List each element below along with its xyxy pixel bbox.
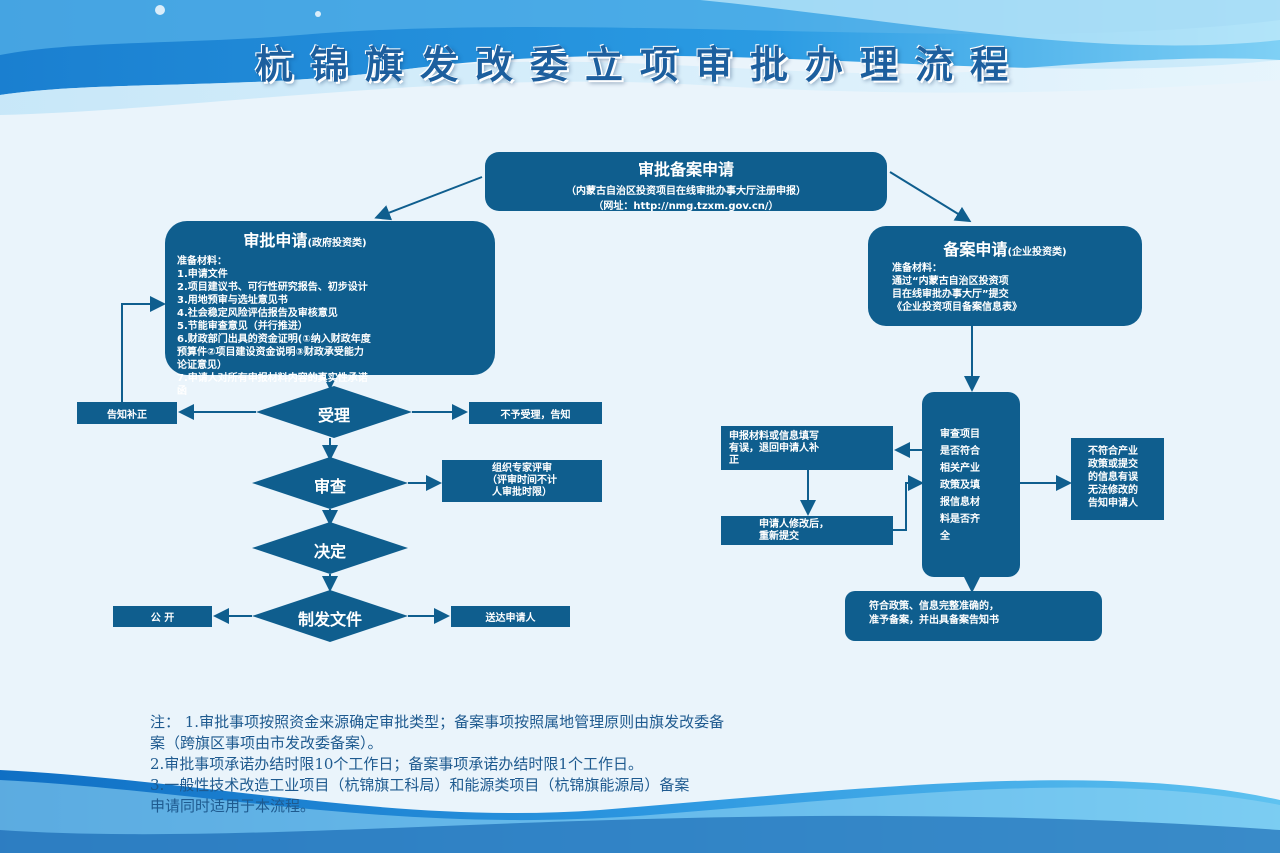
resubmit-box: 申请人修改后， 重新提交 (721, 516, 893, 545)
check-line: 报信息材 (940, 497, 980, 508)
note-line: 2.审批事项承诺办结时限10个工作日；备案事项承诺办结时限1个工作日。 (150, 755, 643, 773)
expert-review-line: 人审批时限） (492, 487, 552, 498)
material-item: 5.节能审查意见（并行推进） (177, 321, 308, 332)
not-comply-box: 不符合产业 政策或提交 的信息有误 无法修改的 告知申请人 (1071, 438, 1164, 520)
approve-line: 符合政策、信息完整准确的， (869, 601, 999, 612)
material-item: 6.财政部门出具的资金证明(①纳入财政年度 (177, 334, 371, 345)
approve-record-box: 符合政策、信息完整准确的， 准予备案，并出具备案告知书 (845, 591, 1102, 641)
expert-review-box: 组织专家评审 （评审时间不计 人审批时限） (442, 460, 602, 502)
note-line: 案（跨旗区事项由市发改委备案）。 (150, 734, 383, 752)
publish-box: 公 开 (113, 606, 212, 627)
check-project-box: 审查项目 是否符合 相关产业 政策及填 报信息材 料是否齐 全 (922, 392, 1020, 577)
filing-application-url: （网址：http://nmg.tzxm.gov.cn/） (593, 201, 779, 212)
issue-doc-label: 制发文件 (297, 610, 362, 629)
accept-diamond (256, 386, 412, 438)
record-application-box: 备案申请(企业投资类) 准备材料： 通过“内蒙古自治区投资项 目在线审批办事大厅… (868, 226, 1142, 326)
error-return-line: 申报材料或信息填写 (729, 431, 819, 442)
note-line: 注： 1.审批事项按照资金来源确定审批类型；备案事项按照属地管理原则由旗发改委备 (150, 713, 725, 731)
materials-label: 准备材料： (177, 256, 227, 267)
expert-review-line: 组织专家评审 (492, 463, 552, 474)
material-item: 2.项目建议书、可行性研究报告、初步设计 (177, 282, 368, 293)
not-comply-line: 不符合产业 (1088, 446, 1138, 457)
check-line: 是否符合 (940, 446, 980, 457)
accept-label: 受理 (317, 406, 350, 425)
filing-application-line1: （内蒙古自治区投资项目在线审批办事大厅注册申报） (566, 186, 806, 197)
material-item: 7.申请人对所有申报材料内容的真实性承诺 (177, 373, 368, 384)
review-diamond (252, 457, 408, 509)
approve-line: 准予备案，并出具备案告知书 (869, 615, 999, 626)
decide-label: 决定 (313, 542, 346, 561)
notes-section: 注： 1.审批事项按照资金来源确定审批类型；备案事项按照属地管理原则由旗发改委备… (150, 712, 1170, 817)
record-material-line: 《企业投资项目备案信息表》 (892, 302, 1022, 313)
approval-application-box: 审批申请(政府投资类) 准备材料： 1.申请文件 2.项目建议书、可行性研究报告… (165, 221, 495, 397)
check-line: 审查项目 (940, 429, 980, 440)
resubmit-line: 申请人修改后， (759, 519, 829, 530)
note-line: 3.一般性技术改造工业项目（杭锦旗工科局）和能源类项目（杭锦旗能源局）备案 (150, 776, 690, 794)
material-item: 预算件②项目建设资金说明③财政承受能力 (177, 347, 364, 358)
not-comply-line: 的信息有误 (1088, 472, 1138, 483)
review-label: 审查 (313, 477, 346, 496)
check-line: 政策及填 (940, 480, 980, 491)
note-line: 申请同时适用于本流程。 (150, 797, 316, 815)
decide-diamond (252, 522, 408, 574)
notify-supplement-box: 告知补正 (77, 402, 177, 424)
approval-application-subtitle: (政府投资类) (307, 238, 367, 249)
expert-review-line: （评审时间不计 (487, 475, 557, 486)
not-comply-line: 无法修改的 (1088, 485, 1138, 496)
record-application-title: 备案申请 (943, 240, 1008, 259)
check-line: 全 (940, 531, 950, 542)
not-comply-line: 政策或提交 (1088, 459, 1138, 470)
material-item: 4.社会稳定风险评估报告及审核意见 (177, 308, 338, 319)
filing-application-title: 审批备案申请 (637, 160, 734, 179)
error-return-line: 有误，退回申请人补 (729, 443, 819, 454)
approval-application-title: 审批申请 (243, 231, 308, 250)
issue-diamond (252, 590, 408, 642)
materials-label: 准备材料： (892, 263, 942, 274)
record-material-line: 目在线审批办事大厅”提交 (892, 289, 1009, 300)
material-item: 3.用地预审与选址意见书 (177, 295, 288, 306)
record-application-subtitle: (企业投资类) (1007, 247, 1067, 258)
record-material-line: 通过“内蒙古自治区投资项 (892, 276, 1009, 287)
filing-application-box: 审批备案申请 （内蒙古自治区投资项目在线审批办事大厅注册申报） （网址：http… (485, 152, 887, 212)
material-item: 1.申请文件 (177, 269, 228, 280)
material-item: 论证意见） (177, 360, 227, 371)
page-title: 杭锦旗发改委立项审批办理流程 (254, 43, 1025, 87)
check-line: 料是否齐 (940, 514, 980, 525)
check-line: 相关产业 (940, 463, 980, 474)
error-return-line: 正 (729, 455, 739, 466)
material-item: 函 (177, 386, 187, 397)
deliver-applicant-box: 送达申请人 (451, 606, 570, 627)
not-comply-line: 告知申请人 (1088, 498, 1138, 509)
error-return-box: 申报材料或信息填写 有误，退回申请人补 正 (721, 426, 893, 470)
resubmit-line: 重新提交 (759, 531, 799, 542)
reject-notify-box: 不予受理，告知 (469, 402, 602, 424)
